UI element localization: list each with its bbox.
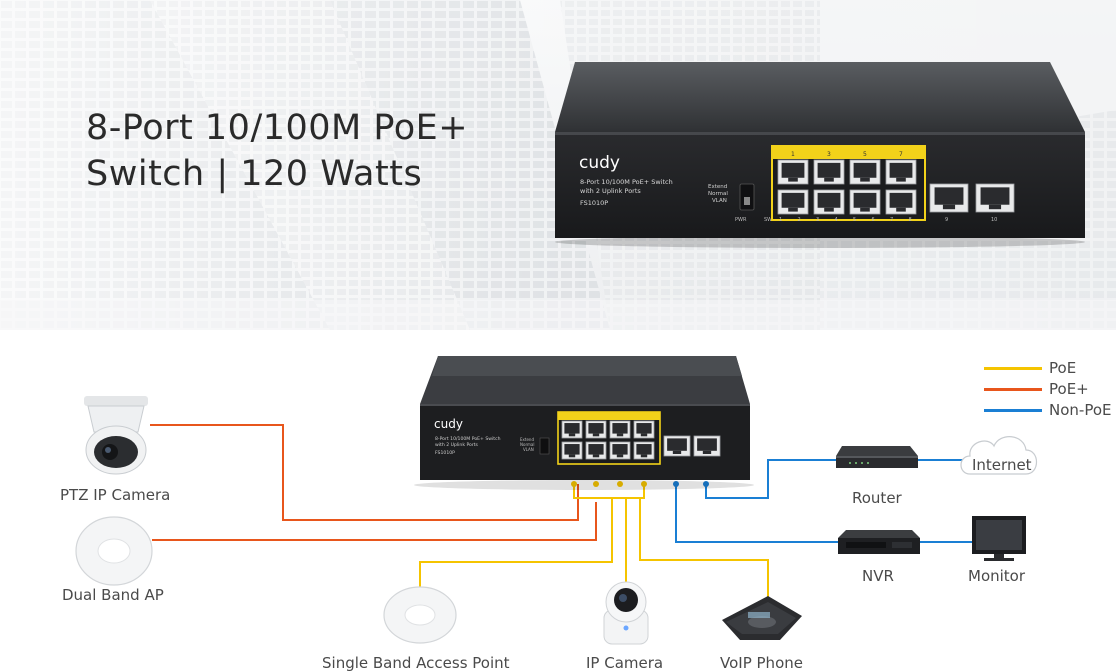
switch-small-mode-vlan: VLAN	[523, 447, 534, 452]
poe-port	[849, 159, 881, 185]
small-poe-port	[561, 441, 583, 460]
poe-port	[885, 159, 917, 185]
ip-camera-icon	[603, 581, 649, 645]
poe-port	[813, 159, 845, 185]
switch-desc-line2: with 2 Uplink Ports	[580, 187, 641, 195]
switch-small-desc-line1: 8-Port 10/100M PoE+ Switch	[435, 436, 501, 442]
small-poe-port	[585, 420, 607, 439]
uplink-label: 10	[991, 217, 997, 223]
port-connectors	[571, 481, 709, 487]
voip-phone-icon	[722, 596, 802, 640]
poe-port	[777, 189, 809, 215]
legend-poe-plus-label: PoE+	[1049, 380, 1089, 398]
small-poe-port	[633, 420, 655, 439]
port-label: 6	[872, 217, 875, 223]
legend-non-poe-swatch	[984, 409, 1042, 412]
sw-label: SW	[764, 217, 772, 223]
ptz-camera-label: PTZ IP Camera	[60, 486, 171, 504]
internet-label: Internet	[972, 456, 1032, 474]
port-number: 3	[827, 151, 831, 158]
port-label: 3	[816, 217, 819, 223]
switch-small-model: FS1010P	[435, 450, 455, 456]
ip-camera-label: IP Camera	[586, 654, 664, 672]
small-uplink-port	[663, 435, 691, 457]
small-poe-port	[561, 420, 583, 439]
port-label: 5	[853, 217, 856, 223]
hero-title-line2: Switch | 120 Watts	[86, 154, 423, 194]
mode-normal-label: Normal	[708, 191, 728, 197]
port-number: 5	[863, 151, 867, 158]
legend-poe-plus-swatch	[984, 388, 1042, 391]
nvr-icon	[838, 530, 920, 554]
nvr-label: NVR	[862, 567, 894, 585]
switch-small-mode-extend: Extend	[520, 437, 534, 442]
legend-poe-label: PoE	[1049, 359, 1077, 377]
router-icon	[836, 446, 918, 468]
switch-small-brand: cudy	[434, 417, 463, 431]
cable-single-band-ap	[419, 498, 613, 592]
dual-band-ap-label: Dual Band AP	[62, 586, 164, 604]
single-band-ap-label: Single Band Access Point	[322, 654, 510, 672]
voip-phone-label: VoIP Phone	[720, 654, 803, 672]
legend-poe-swatch	[984, 367, 1042, 370]
switch-small-desc-line2: with 2 Uplink Ports	[435, 442, 479, 448]
single-band-ap-icon	[383, 586, 457, 644]
poe-port	[849, 189, 881, 215]
monitor-icon	[972, 516, 1026, 561]
port-label: 8	[909, 217, 912, 223]
port-number: 1	[791, 151, 795, 158]
ptz-camera-icon	[84, 396, 148, 475]
internet-cloud-icon	[960, 436, 1038, 475]
switch-brand: cudy	[579, 153, 620, 173]
router-label: Router	[852, 489, 902, 507]
switch-top-face	[555, 62, 1085, 132]
uplink-port	[929, 183, 969, 213]
small-poe-port	[609, 420, 631, 439]
cable-ptz-camera	[150, 424, 579, 521]
monitor-label: Monitor	[968, 567, 1026, 585]
pwr-label: PWR	[735, 217, 747, 223]
cable-nvr	[675, 484, 838, 543]
poe-port	[813, 189, 845, 215]
hero-title-line1: 8-Port 10/100M PoE+	[86, 108, 469, 148]
port-label: 7	[890, 217, 893, 223]
small-poe-port	[633, 441, 655, 460]
switch-large: cudy 8-Port 10/100M PoE+ Switch with 2 U…	[555, 62, 1085, 248]
port-label: 1	[779, 217, 782, 223]
cable-dual-band-ap	[152, 502, 597, 541]
dual-band-ap-icon	[75, 516, 153, 586]
non-poe-cables	[675, 459, 972, 543]
hero-section: 8-Port 10/100M PoE+ Switch | 120 Watts	[0, 0, 1116, 330]
poe-port	[885, 189, 917, 215]
poe-plus-cables	[150, 424, 597, 541]
uplink-label: 9	[945, 217, 948, 223]
switch-small-mode-normal: Normal	[520, 442, 534, 447]
small-poe-port	[609, 441, 631, 460]
port-label: 2	[798, 217, 801, 223]
poe-port	[777, 159, 809, 185]
port-label: 4	[835, 217, 838, 223]
port-number: 7	[899, 151, 903, 158]
legend-non-poe-label: Non-PoE	[1049, 401, 1112, 419]
uplink-port	[975, 183, 1015, 213]
switch-desc-line1: 8-Port 10/100M PoE+ Switch	[580, 178, 673, 186]
small-poe-port	[585, 441, 607, 460]
switch-small: cudy 8-Port 10/100M PoE+ Switch with 2 U…	[414, 356, 754, 490]
cable-voip-phone	[639, 498, 769, 600]
cable-router	[705, 459, 840, 499]
mode-extend-label: Extend	[708, 184, 727, 190]
small-uplink-port	[693, 435, 721, 457]
mode-vlan-label: VLAN	[712, 198, 727, 204]
switch-model: FS1010P	[580, 199, 608, 207]
